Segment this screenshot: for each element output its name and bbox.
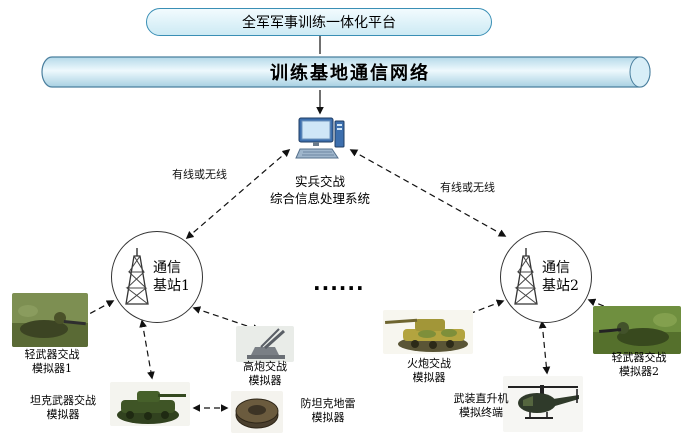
light-weapon-simulator-2-label: 轻武器交战 模拟器2 bbox=[611, 351, 667, 379]
desktop-computer-icon bbox=[295, 117, 345, 159]
tank-simulator-label: 坦克武器交战 模拟器 bbox=[30, 394, 96, 422]
more-stations-ellipsis: ...... bbox=[313, 271, 365, 295]
light-weapon-simulator-1-image bbox=[12, 293, 88, 347]
platform-label: 全军军事训练一体化平台 bbox=[242, 15, 396, 31]
anti-aircraft-gun-photo bbox=[236, 326, 294, 362]
tank-photo bbox=[110, 382, 190, 426]
network-cylinder bbox=[41, 56, 651, 88]
station1-label: 通信 基站1 bbox=[153, 259, 190, 294]
aa-gun-simulator-image bbox=[236, 326, 294, 362]
link-label-right: 有线或无线 bbox=[440, 181, 495, 194]
radio-tower-icon bbox=[125, 248, 149, 305]
helicopter-photo bbox=[503, 376, 583, 432]
network-label: 训练基地通信网络 bbox=[270, 63, 430, 84]
landmine-photo bbox=[231, 391, 283, 433]
anti-tank-mine-simulator-label: 防坦克地雷 模拟器 bbox=[300, 397, 356, 425]
attack-helicopter-terminal-image bbox=[503, 376, 583, 432]
light-weapon-simulator-2-image bbox=[593, 306, 681, 354]
platform-box: 全军军事训练一体化平台 bbox=[146, 8, 492, 36]
link-label-left: 有线或无线 bbox=[172, 168, 227, 181]
processor-label: 实兵交战 综合信息处理系统 bbox=[269, 174, 370, 206]
soldier-photo bbox=[593, 306, 681, 354]
radio-tower-icon bbox=[514, 248, 538, 305]
soldier-photo bbox=[12, 293, 88, 347]
station2-node: 通信 基站2 bbox=[500, 231, 592, 323]
tank-simulator-image bbox=[110, 382, 190, 426]
station2-label: 通信 基站2 bbox=[542, 259, 579, 294]
aa-gun-simulator-label: 高炮交战 模拟器 bbox=[243, 360, 287, 388]
station1-node: 通信 基站1 bbox=[111, 231, 203, 323]
helicopter-terminal-label: 武装直升机 模拟终端 bbox=[453, 392, 509, 420]
artillery-simulator-label: 火炮交战 模拟器 bbox=[407, 357, 451, 385]
artillery-photo bbox=[383, 310, 473, 354]
artillery-simulator-image bbox=[383, 310, 473, 354]
light-weapon-simulator-1-label: 轻武器交战 模拟器1 bbox=[24, 348, 80, 376]
anti-tank-mine-simulator-image bbox=[231, 391, 283, 433]
link-station2-helicopter bbox=[538, 320, 551, 375]
link-station1-tank bbox=[139, 319, 155, 380]
